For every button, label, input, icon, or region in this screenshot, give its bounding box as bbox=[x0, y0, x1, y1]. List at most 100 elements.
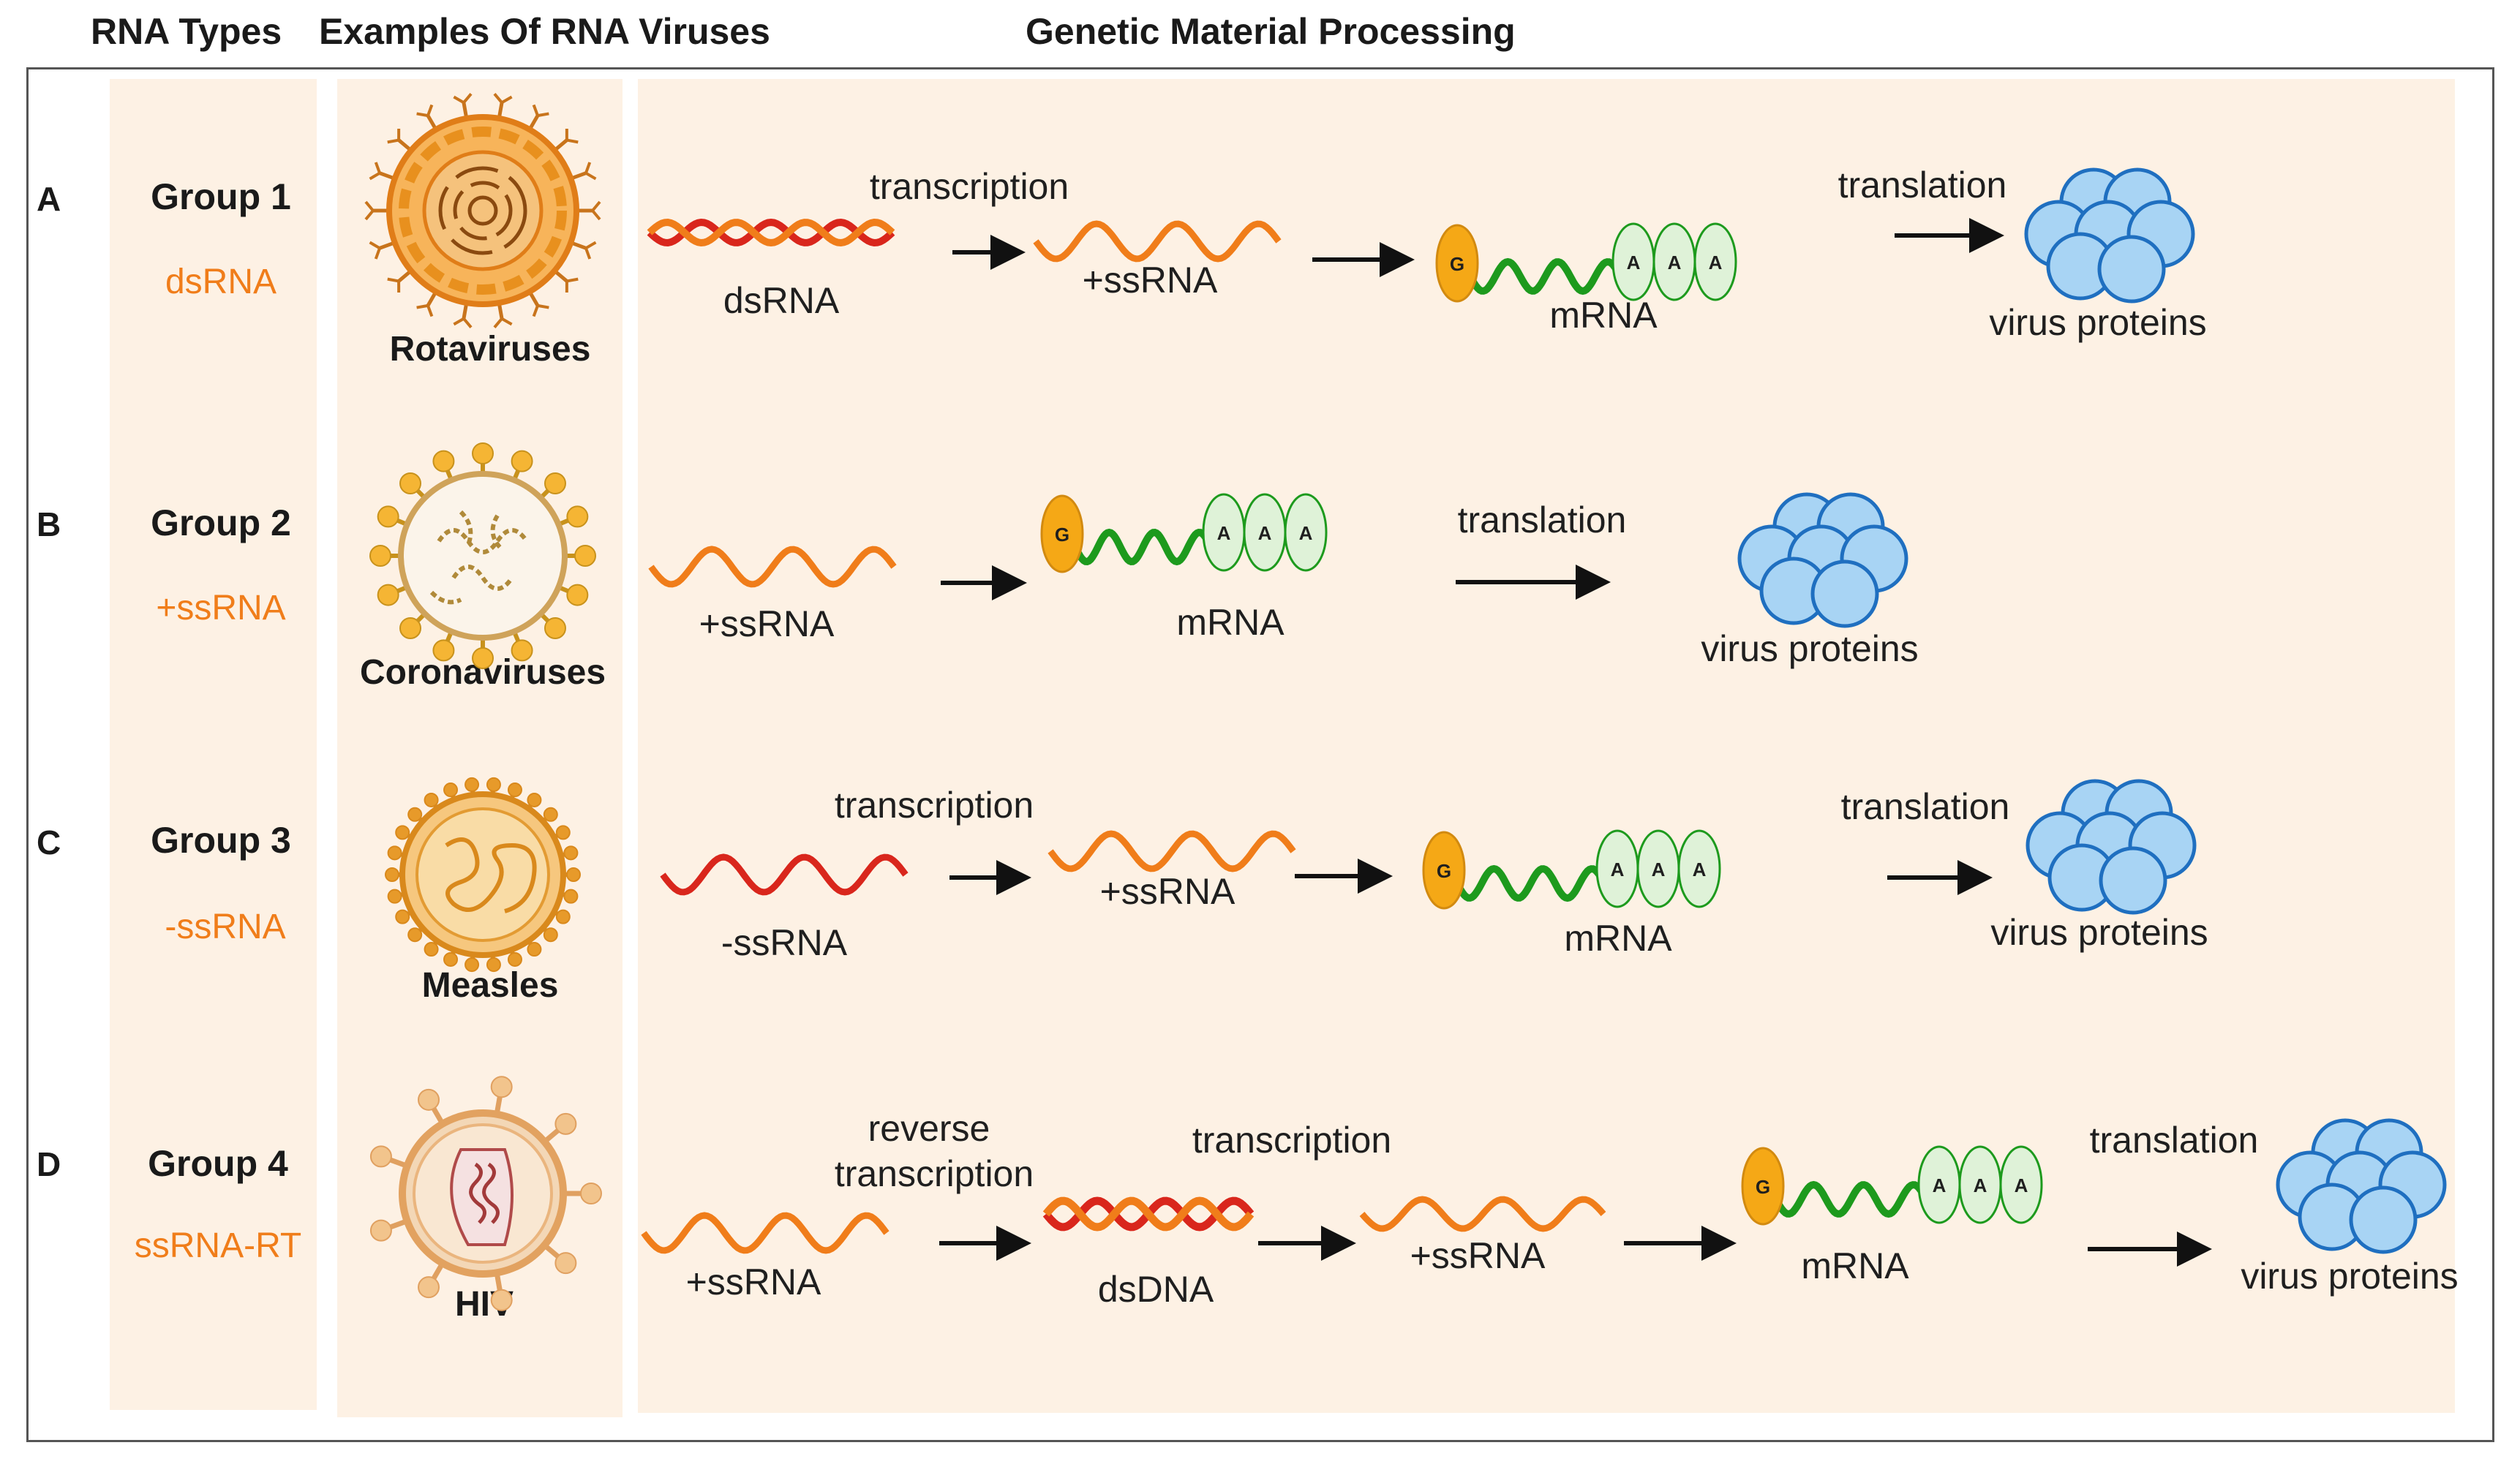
spike-head bbox=[387, 889, 402, 904]
label-mrna-d: mRNA bbox=[1801, 1245, 1909, 1286]
cap-g bbox=[1040, 494, 1084, 573]
spike-head bbox=[566, 867, 581, 882]
row-letter-b: B bbox=[37, 505, 61, 543]
label-plus-ssrna-d: +ssRNA bbox=[686, 1262, 821, 1302]
row-letter-d: D bbox=[37, 1145, 61, 1183]
spike-fork bbox=[584, 241, 597, 250]
spike-head bbox=[486, 957, 501, 973]
label-mrna: mRNA bbox=[1549, 295, 1658, 336]
spike-head bbox=[543, 927, 558, 943]
hiv-icon bbox=[369, 1076, 602, 1311]
spike-fork bbox=[584, 162, 592, 174]
cap-letter: G bbox=[1756, 1176, 1770, 1198]
spike-fork bbox=[591, 200, 601, 212]
mrna-strand bbox=[1453, 864, 1608, 902]
spike-fork bbox=[501, 317, 513, 326]
spike-head bbox=[443, 951, 459, 967]
label-reverse-transcription: transcription bbox=[835, 1153, 1034, 1194]
spike-fork bbox=[493, 317, 503, 328]
spike-head bbox=[418, 1276, 440, 1299]
spike-head bbox=[424, 792, 439, 807]
label-transcription: transcription bbox=[870, 166, 1069, 207]
spike-fork bbox=[426, 104, 434, 116]
plus-ssrna-strand-b bbox=[648, 546, 897, 588]
spike-fork bbox=[462, 317, 473, 328]
label-dsdna: dsDNA bbox=[1098, 1269, 1214, 1310]
tail-letter: A bbox=[1709, 252, 1723, 274]
spike-fork bbox=[532, 104, 539, 116]
label-mrna-c: mRNA bbox=[1564, 918, 1672, 959]
virus-name-rotaviruses: Rotaviruses bbox=[389, 330, 591, 369]
spike-head bbox=[395, 825, 410, 840]
cap-g bbox=[1741, 1147, 1785, 1226]
minus-ssrna-strand bbox=[660, 853, 909, 896]
tail-letter: A bbox=[1933, 1174, 1947, 1196]
cap-g bbox=[1422, 831, 1466, 910]
processing-panel bbox=[638, 79, 2455, 1413]
plus-ssrna-strand-d2 bbox=[1359, 1196, 1606, 1232]
poly-a-tail bbox=[1999, 1145, 2043, 1224]
spike-head bbox=[464, 777, 480, 792]
group-1-label: Group 1 bbox=[151, 176, 291, 217]
rna-type-minus-ssrna: -ssRNA bbox=[165, 908, 286, 946]
spike-head bbox=[464, 957, 480, 973]
mrna-strand bbox=[1072, 528, 1214, 566]
label-plus-ssrna: +ssRNA bbox=[1083, 260, 1218, 301]
spike-fork bbox=[566, 277, 579, 283]
spike-fork bbox=[374, 247, 381, 260]
label-virus-proteins-d: virus proteins bbox=[2241, 1256, 2458, 1297]
spike-head bbox=[507, 951, 522, 967]
spike-fork bbox=[584, 247, 592, 260]
tail-letter: A bbox=[1668, 252, 1682, 274]
rna-type-ssrna-rt: ssRNA-RT bbox=[134, 1226, 302, 1265]
spike-fork bbox=[453, 95, 464, 105]
spike-head bbox=[543, 807, 558, 822]
poly-a-tail bbox=[1677, 829, 1721, 908]
cap-letter: G bbox=[1450, 253, 1464, 275]
tail-letter: A bbox=[1299, 522, 1313, 544]
spike-head bbox=[443, 782, 459, 798]
spike-fork bbox=[416, 112, 429, 118]
spike-head bbox=[377, 505, 399, 528]
spike-fork bbox=[537, 112, 549, 118]
label-virus-proteins: virus proteins bbox=[1989, 302, 2206, 343]
rotavirus-icon bbox=[364, 93, 601, 328]
spike-head bbox=[555, 909, 571, 924]
protein-subunit bbox=[1810, 559, 1879, 628]
spike-fork bbox=[369, 241, 381, 250]
spike-head bbox=[544, 472, 566, 495]
spike-fork bbox=[501, 95, 513, 105]
spike-head bbox=[486, 777, 501, 792]
label-translation-d: translation bbox=[2090, 1120, 2259, 1161]
dsrna-strand-2 bbox=[647, 218, 895, 247]
header-genetic-processing: Genetic Material Processing bbox=[1026, 11, 1516, 52]
label-transcription-c: transcription bbox=[835, 785, 1034, 826]
spike-head bbox=[566, 584, 589, 606]
spike-head bbox=[563, 889, 579, 904]
tail-letter: A bbox=[1693, 859, 1707, 880]
figure-frame bbox=[26, 67, 2494, 1442]
rna-type-dsrna: dsRNA bbox=[165, 263, 277, 301]
spike-head bbox=[511, 639, 533, 662]
coronavirus-icon bbox=[369, 442, 596, 669]
spike-head bbox=[399, 616, 422, 639]
label-translation-b: translation bbox=[1458, 499, 1627, 540]
spike-fork bbox=[584, 171, 597, 181]
row-letter-c: C bbox=[37, 823, 61, 861]
poly-a-tail bbox=[1693, 222, 1737, 301]
rna-type-plus-ssrna: +ssRNA bbox=[156, 589, 286, 627]
spike-head bbox=[395, 909, 410, 924]
spike-fork bbox=[369, 171, 381, 181]
label-plus-ssrna-c: +ssRNA bbox=[1100, 871, 1235, 912]
label-virus-proteins-b: virus proteins bbox=[1701, 628, 1918, 669]
spike-head bbox=[574, 545, 596, 567]
poly-a-tail bbox=[1284, 493, 1328, 572]
cap-letter: G bbox=[1437, 860, 1451, 882]
spike-fork bbox=[537, 303, 549, 309]
tail-letter: A bbox=[2015, 1174, 2028, 1196]
mrna-strand bbox=[1467, 257, 1624, 295]
spike-head bbox=[580, 1183, 602, 1204]
